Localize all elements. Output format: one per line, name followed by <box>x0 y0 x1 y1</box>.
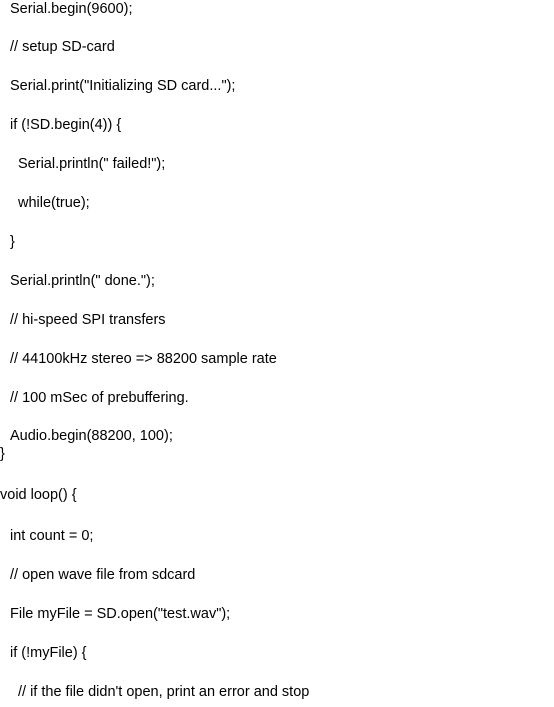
code-line-if-not-myfile: if (!myFile) { <box>10 645 87 661</box>
code-line-comment-spi: // hi-speed SPI transfers <box>10 312 166 328</box>
code-line-comment-open-wave: // open wave file from sdcard <box>10 567 196 583</box>
code-line-if-sd-begin: if (!SD.begin(4)) { <box>10 117 122 133</box>
code-line-audio-begin: Audio.begin(88200, 100); <box>10 428 173 444</box>
code-line-int-count: int count = 0; <box>10 528 94 544</box>
code-line-void-loop: void loop() { <box>0 487 77 503</box>
code-line-serial-print-init: Serial.print("Initializing SD card..."); <box>10 78 236 94</box>
code-line-comment-sample-rate: // 44100kHz stereo => 88200 sample rate <box>10 351 277 367</box>
code-line-println-done: Serial.println(" done."); <box>10 273 155 289</box>
code-line-serial-begin: Serial.begin(9600); <box>10 1 133 17</box>
code-line-comment-prebuffer: // 100 mSec of prebuffering. <box>10 390 189 406</box>
code-line-comment-error: // if the file didn't open, print an err… <box>18 684 310 700</box>
code-line-close-brace-setup: } <box>0 446 5 462</box>
code-line-comment-setup: // setup SD-card <box>10 39 115 55</box>
code-line-while-true: while(true); <box>18 195 90 211</box>
code-line-println-failed: Serial.println(" failed!"); <box>18 156 166 172</box>
code-line-close-brace-if: } <box>10 234 15 250</box>
code-line-file-open: File myFile = SD.open("test.wav"); <box>10 606 231 622</box>
